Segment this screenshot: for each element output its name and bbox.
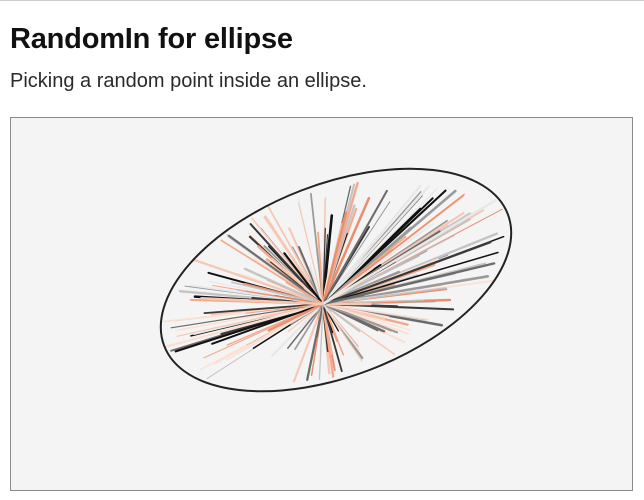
ray-line (322, 303, 430, 321)
ray-line (220, 239, 324, 305)
ray-line (322, 303, 345, 356)
ray-line (228, 234, 324, 305)
ray-line (322, 303, 361, 333)
ray-line (164, 302, 325, 349)
random-rays (163, 181, 505, 383)
ray-line (243, 267, 325, 306)
ray-line (317, 231, 324, 305)
ray-line (318, 303, 324, 380)
ray-line (260, 303, 324, 318)
ray-line (315, 303, 324, 338)
ray-line (322, 227, 326, 305)
ray-line (322, 255, 420, 305)
ellipse-outline (159, 167, 513, 393)
ray-line (309, 266, 325, 306)
ray-line (283, 252, 325, 306)
ray-line (264, 215, 325, 306)
demo-canvas[interactable] (10, 117, 633, 491)
ray-line (226, 303, 324, 361)
ray-line (321, 302, 399, 334)
ray-line (322, 188, 438, 305)
top-divider (0, 0, 644, 1)
ray-line (321, 241, 492, 306)
ray-line (321, 211, 348, 306)
ray-line (322, 303, 412, 331)
ray-line (298, 202, 324, 305)
ray-line (193, 258, 325, 306)
ray-line (294, 303, 324, 351)
ray-line (200, 297, 325, 306)
ray-line (170, 303, 324, 329)
ray-line (271, 302, 325, 357)
ray-line (322, 303, 343, 373)
ray-line (321, 214, 334, 306)
page-title: RandomIn for ellipse (10, 23, 293, 55)
ray-line (321, 234, 380, 306)
ray-line (322, 303, 361, 351)
ray-line (321, 302, 335, 378)
ray-line (231, 281, 324, 305)
ray-line (322, 251, 499, 305)
ray-line (321, 189, 388, 306)
ray-line (245, 290, 324, 305)
ray-line (203, 303, 324, 315)
ray-line (321, 196, 371, 306)
ray-line (322, 226, 412, 305)
ray-line (267, 302, 325, 332)
ray-line (211, 303, 324, 345)
ray-line (321, 199, 497, 306)
ray-line (322, 225, 405, 305)
ray-line (249, 223, 325, 306)
ray-line (245, 303, 324, 314)
ray-line (322, 287, 447, 305)
page-subtitle: Picking a random point inside an ellipse… (10, 70, 367, 92)
ray-line (246, 231, 324, 305)
ray-line (321, 262, 496, 306)
canvas-drawing (159, 167, 513, 393)
